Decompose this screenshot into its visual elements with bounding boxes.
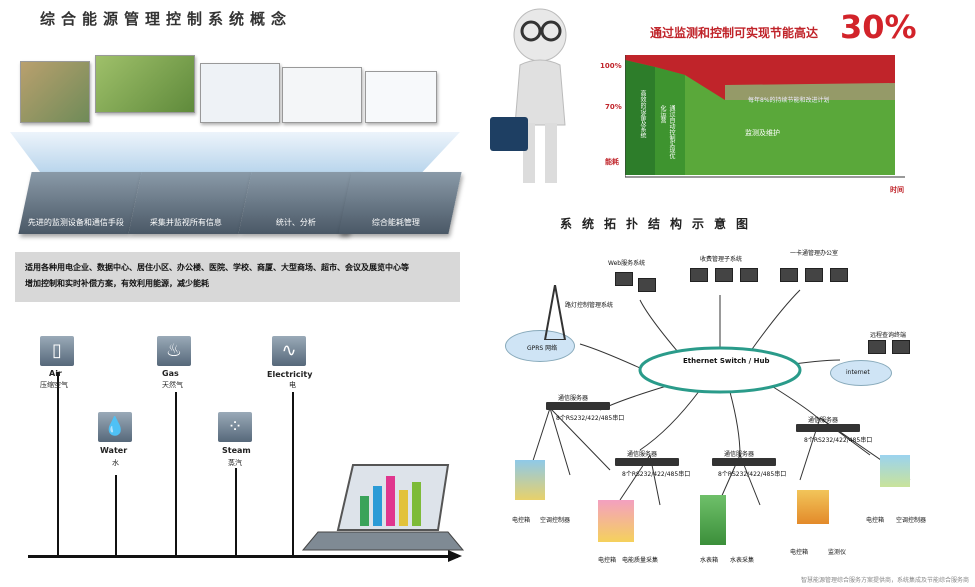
web-pc-icon — [638, 278, 656, 292]
steam-line — [235, 468, 237, 557]
card-pc-icon — [780, 268, 798, 282]
plant-screen — [95, 55, 195, 113]
gas-cn: 天然气 — [162, 381, 183, 389]
billing-pc-icon — [715, 268, 733, 282]
electricity-line — [292, 392, 294, 557]
y-label-100: 100% — [600, 62, 622, 70]
water-label: Water — [100, 446, 128, 455]
device-label: 电控箱 — [512, 517, 531, 524]
chart-screen — [365, 71, 437, 123]
device-label: 空调控制器 — [896, 517, 927, 524]
gas-line — [175, 392, 177, 557]
building-icon — [880, 455, 910, 487]
internet-label: internet — [846, 369, 870, 376]
panel-screen — [282, 67, 362, 123]
saving-chart — [625, 55, 905, 178]
device-screen — [200, 63, 280, 123]
x-label-time: 时间 — [890, 186, 904, 194]
map-screen — [20, 61, 90, 123]
tile-monitoring: 先进的监测设备和通信手段 — [18, 172, 142, 234]
air-label: Air — [49, 369, 62, 378]
building-icon — [515, 460, 545, 500]
rs-port-label: 8个RS232/422/485串口 — [718, 471, 787, 478]
y-label-energy: 能耗 — [605, 158, 619, 166]
topology-title: 系统拓扑结构示意图 — [560, 217, 759, 231]
overview-title: 综合能源管理控制系统概念 — [40, 10, 293, 28]
water-drop-icon: 💧 — [98, 412, 132, 442]
info-line-2: 增加控制和实时补偿方案，有效利用能源，减少能耗 — [25, 279, 209, 288]
y-label-70: 70% — [605, 103, 622, 111]
comm-server-label: 通信服务器 — [724, 451, 755, 458]
building-icon — [700, 495, 726, 545]
building-icon — [797, 490, 829, 524]
comm-server-label: 通信服务器 — [558, 395, 589, 402]
air-line — [57, 372, 59, 557]
web-server-label: Web服务系统 — [608, 260, 646, 267]
device-label: 电能质量采集 — [622, 557, 659, 564]
device-label: 水表采集 — [730, 557, 755, 564]
tile-collection: 采集并监视所有信息 — [128, 172, 252, 234]
electricity-icon: ∿ — [272, 336, 306, 366]
billing-pc-icon — [690, 268, 708, 282]
gas-label: Gas — [162, 369, 179, 378]
remote-pc-icon — [868, 340, 886, 354]
device-label: 水表箱 — [700, 557, 719, 564]
comm-server-1 — [546, 402, 610, 410]
rs-port-label: 8个RS232/422/485串口 — [804, 437, 873, 444]
card-office-label: 一卡通管理办公室 — [790, 250, 839, 257]
device-label: 电控箱 — [866, 517, 885, 524]
application-info: 适用各种用电企业、数据中心、居住小区、办公楼、医院、学校、商厦、大型商场、超市、… — [15, 252, 460, 302]
comm-server-label: 通信服务器 — [808, 417, 839, 424]
card-pc-icon — [830, 268, 848, 282]
steam-label: Steam — [222, 446, 251, 455]
air-cn: 压缩空气 — [40, 381, 68, 389]
saving-headline: 通过监测和控制可实现节能高达 — [650, 26, 819, 40]
topology-links — [529, 289, 911, 506]
rs-port-label: 8个RS232/422/485串口 — [556, 415, 625, 422]
remote-terminal-label: 远程查询终端 — [870, 332, 907, 339]
gprs-label: GPRS 网络 — [527, 345, 558, 352]
band-monitoring: 监测及维护 — [745, 129, 780, 137]
comm-server-4 — [796, 424, 860, 432]
info-line-1: 适用各种用电企业、数据中心、居住小区、办公楼、医院、学校、商厦、大型商场、超市、… — [25, 263, 409, 272]
software-screens — [20, 55, 440, 130]
electricity-label: Electricity — [267, 370, 313, 379]
flame-icon: ♨ — [157, 336, 191, 366]
internet-cloud — [830, 360, 892, 386]
billing-label: 收费管理子系统 — [700, 256, 743, 263]
band-annual-note: 每年8%的持续节能和改进计划 — [748, 97, 830, 104]
antenna-tower-icon — [543, 285, 567, 340]
comm-server-label: 通信服务器 — [627, 451, 658, 458]
timeline-axis — [28, 555, 458, 558]
rs-port-label: 8个RS232/422/485串口 — [622, 471, 691, 478]
building-icon — [598, 500, 634, 542]
water-line — [115, 475, 117, 557]
comm-server-2 — [615, 458, 679, 466]
card-pc-icon — [805, 268, 823, 282]
tile-management: 综合能耗管理 — [338, 172, 462, 234]
watermark: 智慧能源管理综合服务方案提供商，系统集成及节能综合服务商 — [800, 577, 969, 584]
street-control-label: 路灯控制管理系统 — [565, 302, 614, 309]
device-label: 电控箱 — [790, 549, 809, 556]
hub-label: Ethernet Switch / Hub — [683, 357, 770, 365]
device-label: 监测仪 — [828, 549, 847, 556]
band-efficient: 高效的设备及系统 — [639, 90, 646, 138]
web-pc-icon — [615, 272, 633, 286]
electricity-cn: 电 — [289, 381, 296, 389]
air-tank-icon: ▯ — [40, 336, 74, 366]
laptop-chart — [301, 464, 465, 551]
band-auto-control: 通过自动控制实现优化运营 — [659, 105, 675, 159]
comm-server-3 — [712, 458, 776, 466]
mascot-figure — [490, 8, 567, 183]
steam-cn: 蒸汽 — [228, 459, 242, 467]
remote-pc-icon — [892, 340, 910, 354]
device-label: 空调控制器 — [540, 517, 571, 524]
saving-percent: 30% — [840, 8, 917, 46]
steam-icon: ⁘ — [218, 412, 252, 442]
water-cn: 水 — [112, 459, 119, 467]
device-label: 电控箱 — [598, 557, 617, 564]
timeline-arrow-icon — [448, 550, 462, 562]
billing-pc-icon — [740, 268, 758, 282]
